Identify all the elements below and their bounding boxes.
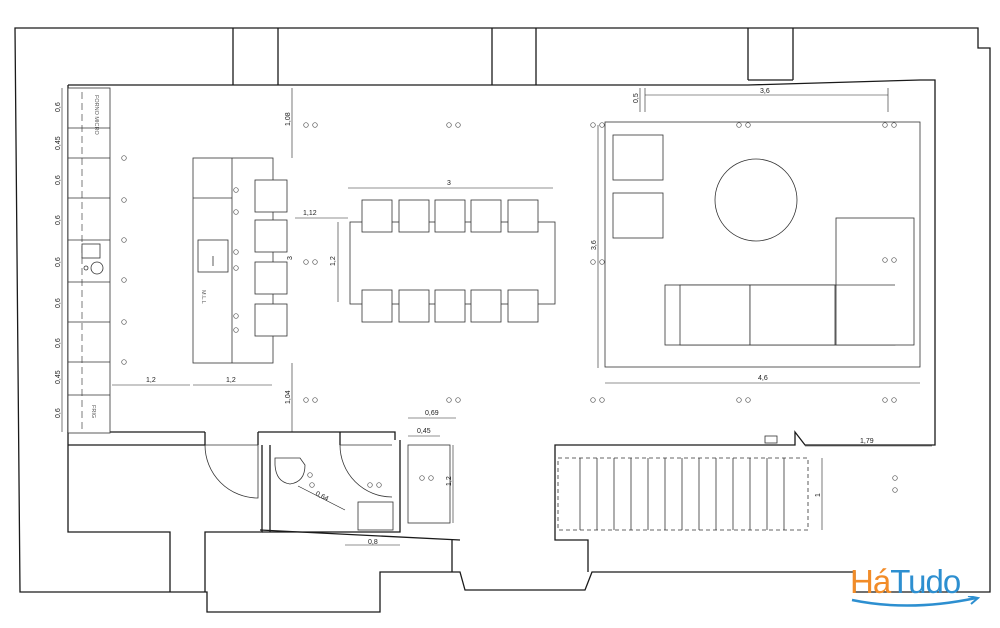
logo-part-ha: Há xyxy=(850,563,891,600)
svg-text:4,6: 4,6 xyxy=(758,375,768,382)
logo-swoosh xyxy=(851,596,980,607)
fridge-label: FRIG xyxy=(90,405,96,418)
svg-text:3,6: 3,6 xyxy=(760,88,770,95)
svg-text:0,5: 0,5 xyxy=(633,93,640,103)
svg-text:1,79: 1,79 xyxy=(860,438,874,445)
svg-text:3: 3 xyxy=(287,256,294,260)
bathroom: 0,64 0,8 xyxy=(274,457,400,546)
svg-text:0,6: 0,6 xyxy=(55,175,62,185)
svg-text:0,6: 0,6 xyxy=(55,102,62,112)
svg-text:1,04: 1,04 xyxy=(285,390,292,404)
svg-text:0,69: 0,69 xyxy=(425,410,439,417)
logo-part-tudo: Tudo xyxy=(890,563,961,600)
ceiling-spots xyxy=(121,122,898,493)
oven-micro-label: FORNO MICRO xyxy=(93,95,99,135)
svg-text:0,45: 0,45 xyxy=(417,428,431,435)
island-dimensions: 1,2 1,2 1,08 1,04 3 1,12 xyxy=(112,88,348,432)
svg-text:0,45: 0,45 xyxy=(55,370,62,384)
island-stools xyxy=(254,179,288,337)
svg-text:1,12: 1,12 xyxy=(303,210,317,217)
svg-text:3,6: 3,6 xyxy=(591,240,598,250)
kitchen-dimension-column: 0,6 0,45 0,6 0,6 0,6 0,6 0,6 0,45 0,6 xyxy=(55,88,63,432)
lower-left-rooms xyxy=(67,431,461,592)
outer-wall xyxy=(14,27,991,613)
svg-text:0,6: 0,6 xyxy=(55,298,62,308)
hatudo-logo: HáTudo xyxy=(850,563,961,601)
svg-text:3: 3 xyxy=(447,180,451,187)
svg-text:0,6: 0,6 xyxy=(55,338,62,348)
svg-text:0,8: 0,8 xyxy=(368,539,378,546)
dishwasher-label: M.L.L xyxy=(200,290,206,304)
svg-text:1,08: 1,08 xyxy=(285,112,292,126)
svg-text:0,6: 0,6 xyxy=(55,257,62,267)
dining-table: 3 1,2 xyxy=(330,180,556,323)
svg-text:0,6: 0,6 xyxy=(55,408,62,418)
svg-text:1: 1 xyxy=(815,493,822,497)
svg-text:1,2: 1,2 xyxy=(226,377,236,384)
svg-text:0,6: 0,6 xyxy=(55,215,62,225)
stairs: 1,79 1 xyxy=(557,435,932,531)
wardrobe: 0,69 0,45 1,2 xyxy=(407,410,456,524)
doors xyxy=(204,444,393,499)
kitchen-counter: FORNO MICRO FRIG xyxy=(67,87,111,434)
svg-text:1,2: 1,2 xyxy=(330,256,337,266)
svg-text:0,45: 0,45 xyxy=(55,136,62,150)
svg-text:1,2: 1,2 xyxy=(446,476,453,486)
top-wall-pillars xyxy=(232,28,794,86)
svg-text:1,2: 1,2 xyxy=(146,377,156,384)
living-area: 3,6 0,5 3,6 4,6 xyxy=(591,88,921,384)
inner-wall xyxy=(68,79,936,572)
